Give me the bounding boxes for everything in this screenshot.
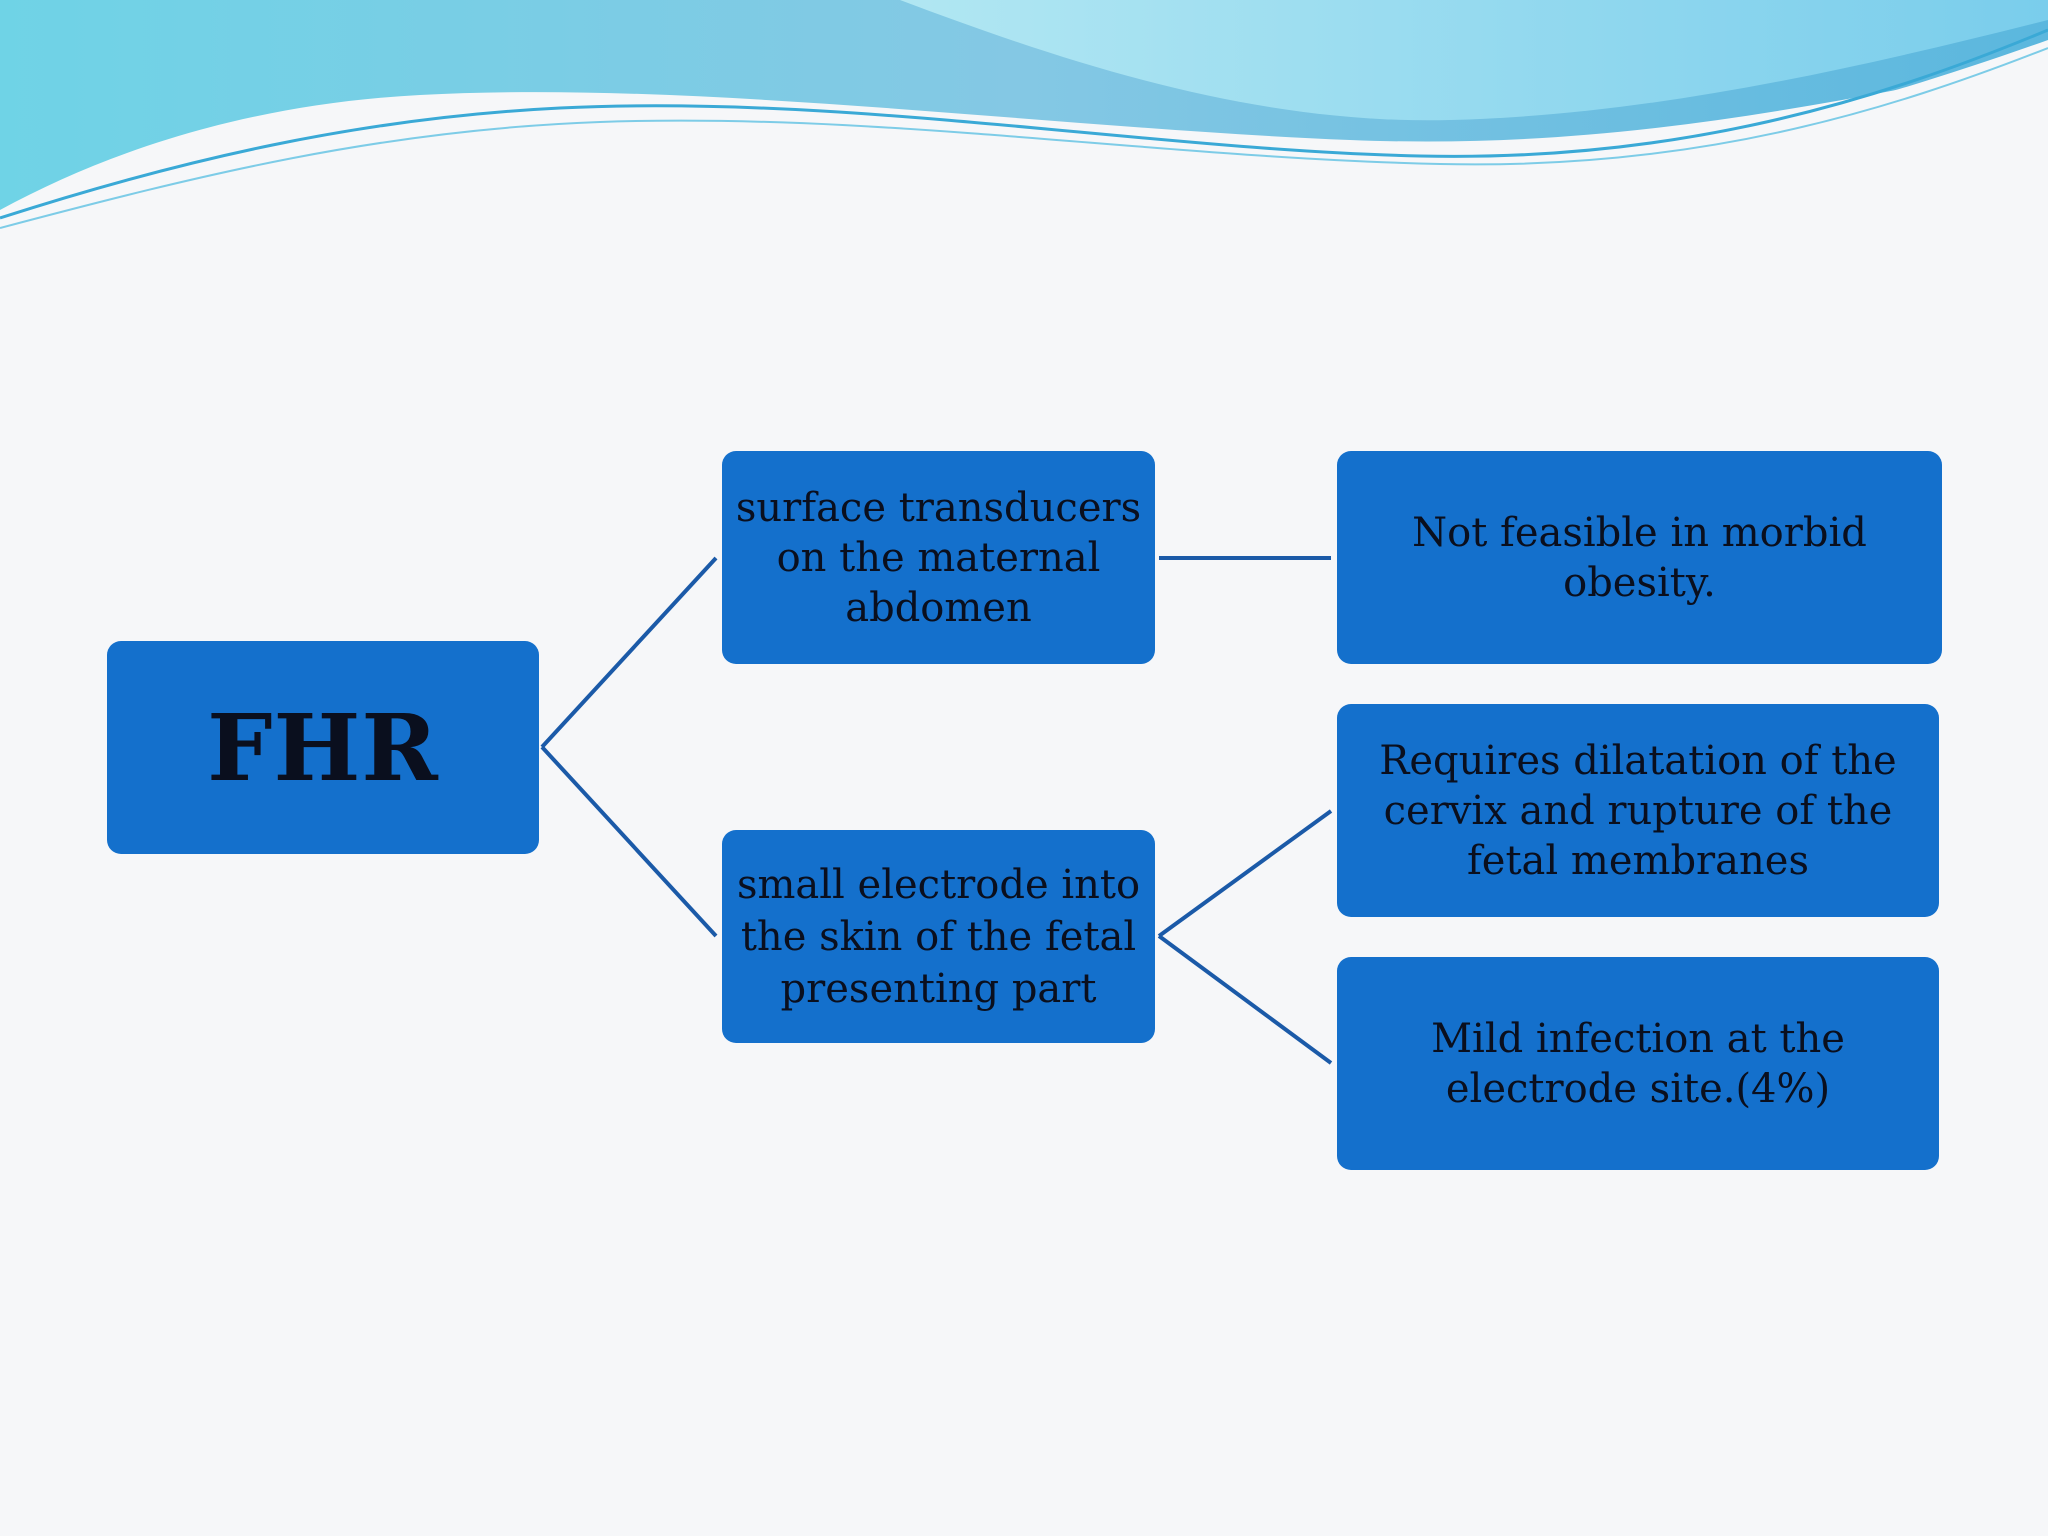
connector-electrode-to-cervix — [1157, 809, 1333, 938]
connector-root-to-surface — [540, 556, 718, 749]
note-node-morbid-obesity: Not feasible in morbid obesity. — [1337, 451, 1942, 664]
note-node-label: Mild infection at the electrode site.(4%… — [1431, 1015, 1845, 1112]
connector-electrode-to-infection — [1157, 934, 1333, 1065]
root-node-label: FHR — [207, 693, 439, 802]
root-node-fhr: FHR — [107, 641, 539, 854]
branch-node-label: small electrode into the skin of the fet… — [736, 861, 1141, 1012]
branch-node-surface-transducers: surface transducers on the maternal abdo… — [722, 451, 1155, 664]
decorative-wave-header — [0, 0, 2048, 260]
wave-line-1 — [0, 28, 2048, 220]
branch-node-label: surface transducers on the maternal abdo… — [735, 484, 1142, 631]
wave-band-white — [0, 40, 2048, 260]
connector-root-to-electrode — [540, 745, 718, 938]
note-node-cervix-dilatation: Requires dilatation of the cervix and ru… — [1337, 704, 1939, 917]
branch-node-small-electrode: small electrode into the skin of the fet… — [722, 830, 1155, 1043]
wave-line-2 — [0, 47, 2048, 229]
wave-band-highlight — [900, 0, 2048, 121]
note-node-label: Not feasible in morbid obesity. — [1412, 509, 1867, 606]
note-node-mild-infection: Mild infection at the electrode site.(4%… — [1337, 957, 1939, 1170]
note-node-label: Requires dilatation of the cervix and ru… — [1379, 737, 1897, 884]
